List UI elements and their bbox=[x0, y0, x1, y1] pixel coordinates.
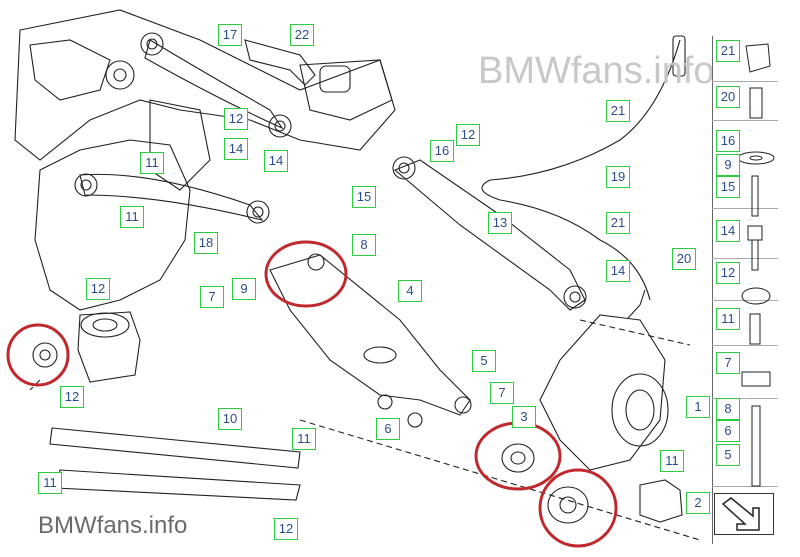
parts-divider bbox=[712, 398, 778, 399]
callout-9[interactable]: 9 bbox=[232, 278, 256, 300]
callout-17[interactable]: 17 bbox=[218, 24, 242, 46]
callout-6[interactable]: 6 bbox=[376, 418, 400, 440]
parts-list-15[interactable]: 15 bbox=[716, 176, 740, 198]
watermark-top: BMWfans.info bbox=[478, 50, 715, 92]
callout-1[interactable]: 1 bbox=[686, 396, 710, 418]
callout-3[interactable]: 3 bbox=[512, 406, 536, 428]
callout-5[interactable]: 5 bbox=[472, 350, 496, 372]
parts-list-16[interactable]: 16 bbox=[716, 130, 740, 152]
parts-list-21[interactable]: 21 bbox=[716, 40, 740, 62]
callout-14[interactable]: 14 bbox=[264, 150, 288, 172]
callout-11[interactable]: 11 bbox=[38, 472, 62, 494]
parts-list-6[interactable]: 6 bbox=[716, 420, 740, 442]
callout-12[interactable]: 12 bbox=[60, 386, 84, 408]
parts-divider bbox=[712, 345, 778, 346]
parts-list-9[interactable]: 9 bbox=[716, 154, 740, 176]
parts-panel bbox=[712, 36, 779, 544]
callout-12[interactable]: 12 bbox=[456, 124, 480, 146]
parts-divider bbox=[712, 208, 778, 209]
parts-list-8[interactable]: 8 bbox=[716, 398, 740, 420]
callout-21[interactable]: 21 bbox=[606, 212, 630, 234]
callout-21[interactable]: 21 bbox=[606, 100, 630, 122]
callout-11[interactable]: 11 bbox=[120, 206, 144, 228]
parts-divider bbox=[712, 120, 778, 121]
callout-11[interactable]: 11 bbox=[660, 450, 684, 472]
callout-8[interactable]: 8 bbox=[352, 234, 376, 256]
callout-22[interactable]: 22 bbox=[290, 24, 314, 46]
parts-list-12[interactable]: 12 bbox=[716, 262, 740, 284]
arrow-glyph-icon bbox=[721, 497, 760, 531]
callout-14[interactable]: 14 bbox=[224, 138, 248, 160]
parts-list-11[interactable]: 11 bbox=[716, 308, 740, 330]
parts-divider bbox=[712, 486, 778, 487]
callout-10[interactable]: 10 bbox=[218, 408, 242, 430]
navigation-arrow-icon[interactable] bbox=[714, 493, 774, 535]
parts-divider bbox=[712, 81, 778, 82]
parts-list-14[interactable]: 14 bbox=[716, 220, 740, 242]
callout-2[interactable]: 2 bbox=[686, 492, 710, 514]
callout-7[interactable]: 7 bbox=[200, 286, 224, 308]
callout-7[interactable]: 7 bbox=[490, 382, 514, 404]
watermark-bottom: BMWfans.info bbox=[38, 512, 188, 539]
callout-18[interactable]: 18 bbox=[194, 232, 218, 254]
callout-11[interactable]: 11 bbox=[292, 428, 316, 450]
callout-16[interactable]: 16 bbox=[430, 140, 454, 162]
callout-19[interactable]: 19 bbox=[606, 166, 630, 188]
callout-20[interactable]: 20 bbox=[672, 248, 696, 270]
callout-12[interactable]: 12 bbox=[274, 518, 298, 540]
callout-12[interactable]: 12 bbox=[86, 278, 110, 300]
parts-divider bbox=[712, 258, 778, 259]
callout-4[interactable]: 4 bbox=[398, 280, 422, 302]
parts-list-7[interactable]: 7 bbox=[716, 352, 740, 374]
callout-14[interactable]: 14 bbox=[606, 260, 630, 282]
parts-list-20[interactable]: 20 bbox=[716, 86, 740, 108]
callout-13[interactable]: 13 bbox=[488, 212, 512, 234]
callout-11[interactable]: 11 bbox=[140, 152, 164, 174]
callout-15[interactable]: 15 bbox=[352, 186, 376, 208]
callout-12[interactable]: 12 bbox=[224, 108, 248, 130]
parts-list-5[interactable]: 5 bbox=[716, 444, 740, 466]
